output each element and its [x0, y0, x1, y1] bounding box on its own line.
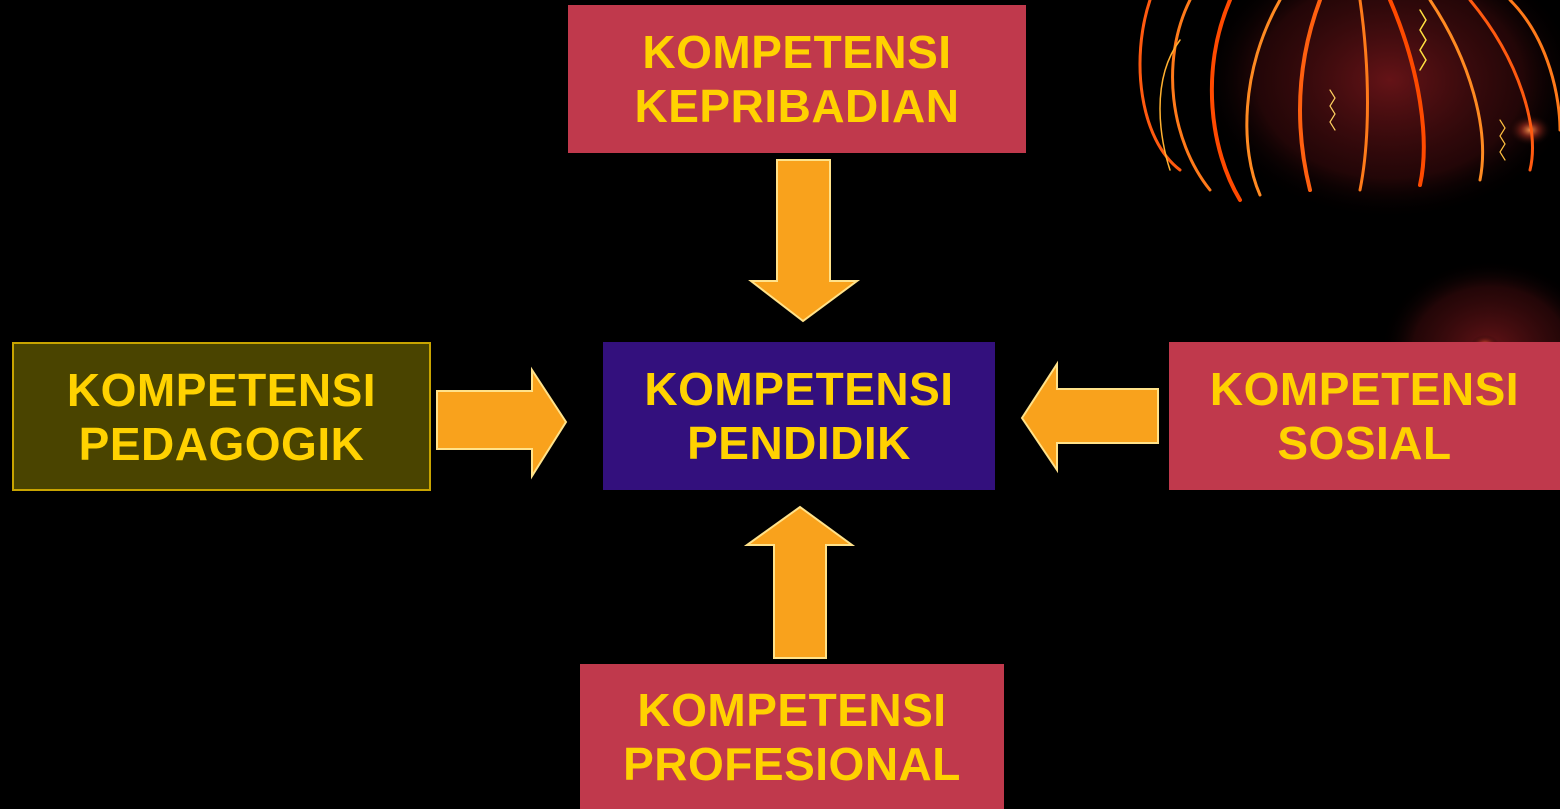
pedagogik-line1: KOMPETENSI [66, 363, 377, 416]
arrow-right-shape [436, 366, 568, 480]
sosial-line1: KOMPETENSI [1209, 363, 1520, 415]
pedagogik-box: KOMPETENSI PEDAGOGIK [12, 342, 431, 491]
pendidik-box: KOMPETENSI PENDIDIK [603, 342, 995, 490]
sosial-line2: SOSIAL [1277, 417, 1452, 469]
pedagogik-line2: PEDAGOGIK [78, 417, 365, 470]
pendidik-line1: KOMPETENSI [644, 363, 954, 415]
profesional-line1: KOMPETENSI [637, 683, 947, 736]
kepribadian-line1: KOMPETENSI [642, 26, 952, 78]
profesional-line2: PROFESIONAL [623, 737, 961, 790]
arrow-down-shape [748, 159, 861, 323]
kepribadian-line2: KEPRIBADIAN [634, 80, 960, 132]
pendidik-line2: PENDIDIK [687, 417, 911, 469]
sosial-box: KOMPETENSI SOSIAL [1169, 342, 1560, 490]
profesional-box: KOMPETENSI PROFESIONAL [580, 664, 1004, 809]
kepribadian-box: KOMPETENSI KEPRIBADIAN [568, 5, 1026, 153]
arrow-up-shape [743, 505, 856, 659]
